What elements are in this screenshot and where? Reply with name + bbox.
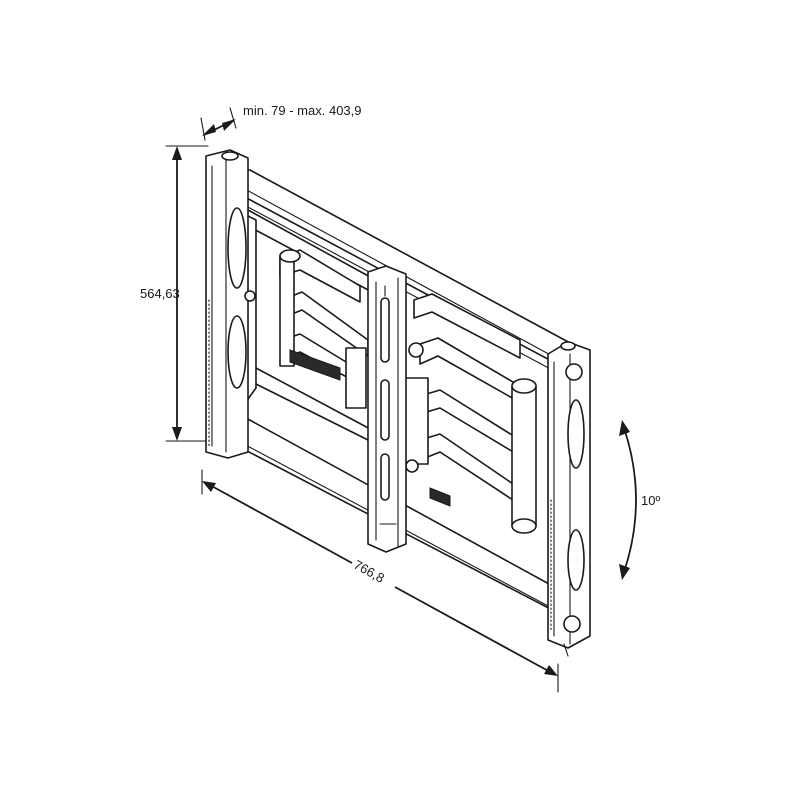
depth-arrowhead-left bbox=[202, 124, 216, 136]
center-carriage-slot-middle bbox=[380, 379, 390, 441]
center-carriage-slot-upper bbox=[380, 297, 390, 363]
width-arrowhead-left bbox=[202, 481, 216, 492]
depth-extension-right bbox=[229, 107, 237, 129]
arm-shadow-left bbox=[289, 349, 341, 381]
left-upright-top-cap bbox=[221, 151, 239, 161]
right-bracket-slot-lower bbox=[567, 529, 585, 591]
depth-arrowhead-right bbox=[222, 119, 236, 131]
arm-pivot-cap-right bbox=[511, 378, 537, 394]
right-bracket-bottom-knob bbox=[563, 615, 581, 633]
dimension-width: 766,8 bbox=[201, 469, 559, 693]
arm-pivot-base-right bbox=[511, 518, 537, 534]
arm-pivot-post-right bbox=[511, 385, 537, 527]
arm-elbow-pin bbox=[408, 342, 424, 358]
dimension-height: 564,63 bbox=[140, 145, 209, 442]
left-upright-slot-lower bbox=[227, 315, 247, 389]
tilt-dimension-label: 10º bbox=[641, 493, 660, 508]
left-upright-bolt bbox=[244, 290, 256, 302]
width-dimension-line-right bbox=[394, 586, 553, 674]
right-bracket-top-cap bbox=[560, 341, 576, 351]
height-arrowhead-bottom bbox=[172, 427, 182, 441]
width-arrowhead-right bbox=[544, 665, 558, 676]
arm-lower-link-1 bbox=[413, 293, 521, 359]
tilt-arc bbox=[623, 427, 637, 573]
right-bracket-slot-upper bbox=[567, 399, 585, 469]
tilt-arrowhead-top bbox=[619, 420, 630, 436]
depth-dimension-label: min. 79 - max. 403,9 bbox=[243, 103, 362, 118]
height-dimension-label: 564,63 bbox=[140, 286, 180, 301]
depth-extension-left bbox=[200, 117, 206, 141]
right-bracket-screw bbox=[563, 643, 569, 657]
arm-pivot-cap-left bbox=[279, 249, 301, 263]
center-carriage-slot-lower bbox=[380, 453, 390, 501]
height-arrowhead-top bbox=[172, 146, 182, 160]
right-bracket-top-knob bbox=[565, 363, 583, 381]
right-tv-bracket bbox=[547, 341, 591, 657]
arm-shadow-right bbox=[429, 487, 451, 507]
dimension-tilt: 10º bbox=[619, 420, 660, 580]
width-dimension-label: 766,8 bbox=[351, 557, 387, 586]
tilt-arrowhead-bottom bbox=[619, 564, 630, 580]
dimension-depth: min. 79 - max. 403,9 bbox=[200, 103, 362, 141]
width-dimension-line-left bbox=[207, 483, 353, 564]
arm-elbow-knob bbox=[405, 459, 419, 473]
center-carriage bbox=[345, 265, 407, 553]
center-carriage-arm-clamp bbox=[345, 347, 367, 409]
arm-pivot-post-left bbox=[279, 255, 295, 367]
left-upright-slot-upper bbox=[227, 207, 247, 289]
